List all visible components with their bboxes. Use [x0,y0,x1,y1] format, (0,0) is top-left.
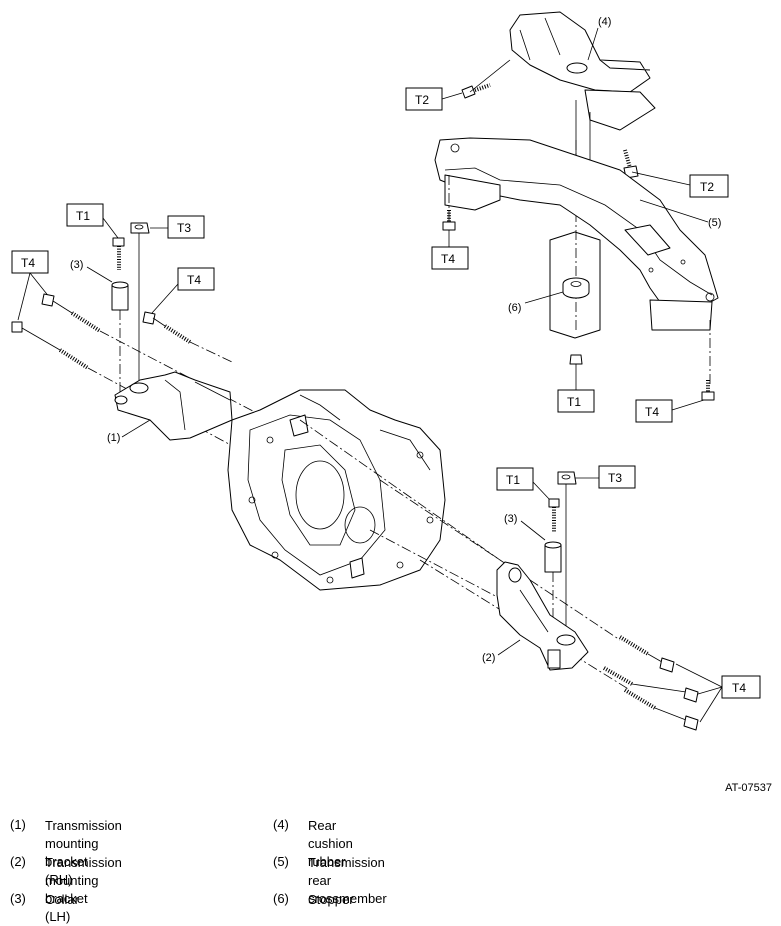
svg-text:T2: T2 [700,180,714,194]
legend-number: (3) [10,891,26,906]
exploded-view-diagram: (4) T2 T2 (5) [11,11,761,731]
legend-label: Transmission mounting bracket (LH) [45,855,122,924]
legend-number: (6) [273,891,289,906]
torque-box-t2-right: T2 [689,174,729,198]
callout-5: (5) [708,217,721,229]
torque-box-t4-left-2: T4 [177,267,215,291]
callout-6: (6) [508,302,521,314]
torque-box-t4-right: T4 [721,675,761,699]
nut-t3-left [130,222,150,234]
bolt-long-left-3 [142,311,192,344]
bolt-long-left-2 [11,321,90,370]
legend-label: Transmission rear crossmember [308,855,387,906]
callout-3-right: (3) [504,513,517,525]
bolt-t1-right [548,498,560,532]
torque-box-t3-left: T3 [167,215,205,239]
torque-box-t4-left: T4 [11,250,49,274]
bolt-long-right-3 [603,666,699,703]
svg-text:T2: T2 [415,93,429,107]
legend-number: (5) [273,854,289,869]
legend-number: (1) [10,817,26,832]
legend-number: (4) [273,817,289,832]
svg-text:T1: T1 [76,209,90,223]
legend-label: Transmission mounting bracket (RH) [45,818,122,887]
rear-crossmember [434,137,719,331]
callout-2: (2) [482,652,495,664]
svg-text:T3: T3 [608,471,622,485]
torque-box-t4-crossmember-right: T4 [635,399,673,423]
collar-right [544,541,562,573]
nut-t3-right [557,471,577,485]
torque-box-t1-right: T1 [496,467,534,491]
bolt-t2-upper [461,83,491,99]
svg-text:T4: T4 [21,256,35,270]
torque-box-t4-crossmember-left: T4 [431,246,469,270]
svg-text:T4: T4 [645,405,659,419]
lh-mounting-bracket [496,561,589,671]
svg-text:T4: T4 [732,681,746,695]
legend-label: Collar [45,892,79,907]
torque-box-t1-left: T1 [66,203,104,227]
bolt-t4-crossmember-left [442,210,456,231]
bolt-t1-left [112,237,125,270]
transmission-case [227,389,446,591]
stopper [562,277,590,299]
torque-box-t2-upper: T2 [405,87,443,111]
nut-t1-stopper [569,354,583,365]
torque-box-t1-stopper: T1 [557,389,595,413]
figure-code: AT-07537 [725,782,772,794]
callout-4: (4) [598,16,611,28]
legend-number: (2) [10,854,26,869]
legend-label: Rear cushion rubber [308,818,353,869]
bolt-long-left-1 [41,293,102,333]
bolt-t4-crossmember-right [701,380,715,401]
svg-text:T4: T4 [187,273,201,287]
torque-box-t3-right: T3 [598,465,636,489]
callout-1: (1) [107,432,120,444]
svg-text:T1: T1 [567,395,581,409]
bolt-t2-right [623,149,639,179]
collar-left [111,281,129,311]
legend-label: Stopper [308,892,354,907]
svg-text:T1: T1 [506,473,520,487]
callout-3-left: (3) [70,259,83,271]
rh-mounting-bracket [114,371,233,441]
svg-text:T3: T3 [177,221,191,235]
rear-cushion-rubber [509,11,656,131]
bolt-long-right-1 [618,635,675,673]
svg-text:T4: T4 [441,252,455,266]
bolt-long-right-2 [623,688,699,731]
